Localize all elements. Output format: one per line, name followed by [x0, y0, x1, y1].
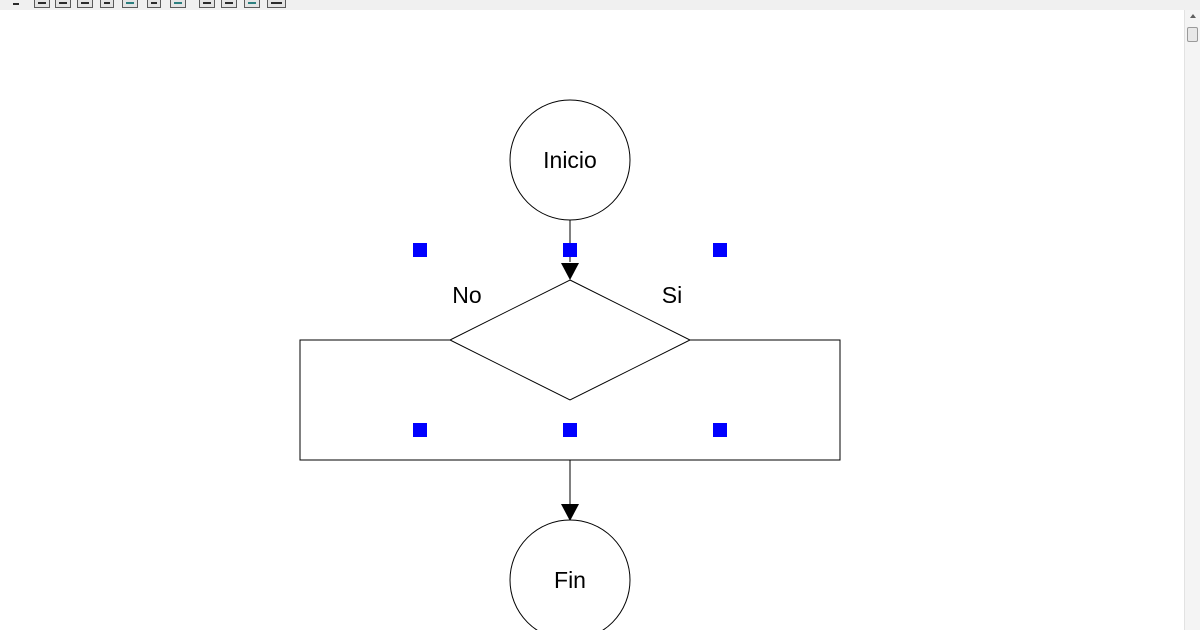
connector-tool-icon[interactable] — [170, 0, 186, 8]
selection-handle-top-right[interactable] — [713, 243, 727, 257]
page-alt-icon[interactable] — [221, 0, 237, 8]
arrowhead-start-to-decision — [561, 263, 579, 280]
selection-handle-bottom-center[interactable] — [563, 423, 577, 437]
branch-no-label: No — [452, 282, 481, 308]
selection-handle-top-center[interactable] — [563, 243, 577, 257]
rectangle-tool-icon[interactable] — [34, 0, 50, 8]
start-label: Inicio — [543, 147, 597, 173]
export-icon[interactable] — [267, 0, 286, 8]
branch-yes-label: Si — [662, 282, 682, 308]
selection-handle-bottom-left[interactable] — [413, 423, 427, 437]
arrowhead-to-end — [561, 504, 579, 521]
line-tool-icon[interactable] — [122, 0, 138, 8]
decision-tool-icon[interactable] — [100, 0, 114, 8]
vertical-scrollbar[interactable] — [1184, 10, 1200, 630]
scroll-up-arrow-icon[interactable] — [1190, 14, 1196, 18]
selection-handle-top-left[interactable] — [413, 243, 427, 257]
flowchart-diagram: Inicio No Si Fin — [299, 99, 841, 635]
decision-node[interactable] — [448, 279, 692, 401]
selection-handle-bottom-right[interactable] — [713, 423, 727, 437]
end-node[interactable] — [509, 519, 631, 635]
toolbar — [0, 0, 1200, 10]
pointer-icon[interactable] — [10, 0, 22, 8]
page-icon[interactable] — [199, 0, 215, 8]
rounded-rectangle-tool-icon[interactable] — [55, 0, 71, 8]
print-icon[interactable] — [244, 0, 260, 8]
arrow-tool-icon[interactable] — [147, 0, 161, 8]
ellipse-tool-icon[interactable] — [77, 0, 93, 8]
drawing-canvas[interactable]: Inicio No Si Fin — [0, 10, 1184, 635]
scroll-thumb[interactable] — [1187, 27, 1198, 42]
end-label: Fin — [554, 567, 586, 593]
